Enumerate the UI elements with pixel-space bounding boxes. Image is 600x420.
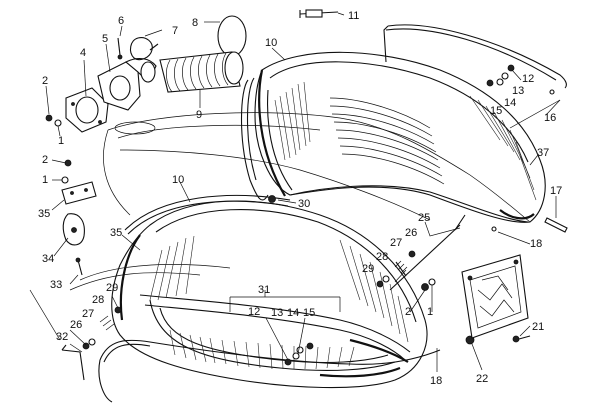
callout-c6: 6 xyxy=(118,15,124,27)
callout-c18b: 18 xyxy=(430,375,442,387)
callout-c12a: 12 xyxy=(522,73,534,85)
callout-c31: 31 xyxy=(258,284,270,296)
callout-c7: 7 xyxy=(172,25,178,37)
callout-c21: 21 xyxy=(532,321,544,333)
callout-c8: 8 xyxy=(192,17,198,29)
callout-c35b: 35 xyxy=(110,227,122,239)
callout-c16: 16 xyxy=(544,112,556,124)
callout-c1: 1 xyxy=(58,135,64,147)
leader-lines xyxy=(29,12,561,372)
callout-c29b: 29 xyxy=(106,282,118,294)
callout-c9: 9 xyxy=(196,109,202,121)
callout-c34: 34 xyxy=(42,253,54,265)
spring-27 xyxy=(394,260,408,274)
callout-c14b: 14 xyxy=(287,307,299,319)
callout-c17: 17 xyxy=(550,185,562,197)
callout-c13a: 13 xyxy=(512,85,524,97)
callout-c1b: 1 xyxy=(42,174,48,186)
callout-c15a: 15 xyxy=(490,105,502,117)
callout-labels: 2 1 4 5 6 7 8 9 10 11 12 13 14 15 16 37 … xyxy=(38,10,562,387)
callout-c2c: 2 xyxy=(405,306,411,318)
callout-c28a: 28 xyxy=(376,251,388,263)
callout-c15b: 15 xyxy=(303,307,315,319)
callout-c4: 4 xyxy=(80,47,86,59)
callout-c29a: 29 xyxy=(362,263,374,275)
fasteners xyxy=(45,64,568,381)
callout-c32: 32 xyxy=(56,331,68,343)
sealing-cord xyxy=(98,339,441,403)
callout-c26b: 26 xyxy=(70,319,82,331)
callout-c18a: 18 xyxy=(530,238,542,250)
intake-assembly xyxy=(65,15,247,133)
callout-c35a: 35 xyxy=(38,208,50,220)
callout-c26a: 26 xyxy=(405,227,417,239)
body-frame-outline xyxy=(69,112,531,291)
callout-c11: 11 xyxy=(348,10,359,22)
callout-c12b: 12 xyxy=(248,306,260,318)
cowl-louvres xyxy=(329,97,445,185)
callout-c22: 22 xyxy=(476,373,488,385)
callout-c30: 30 xyxy=(298,198,310,210)
upper-side-cowl xyxy=(241,51,546,223)
callout-c37: 37 xyxy=(537,147,549,159)
callout-c27b: 27 xyxy=(82,308,94,320)
bracket-pattern xyxy=(477,275,515,317)
callout-c1c: 1 xyxy=(427,306,433,318)
lower-trim-strip xyxy=(124,194,291,235)
callout-c27a: 27 xyxy=(390,237,402,249)
callout-c2b: 2 xyxy=(42,154,48,166)
hose-ribs xyxy=(166,52,229,93)
cable-11 xyxy=(299,9,339,18)
callout-c10a: 10 xyxy=(265,37,277,49)
callout-c10b: 10 xyxy=(172,174,184,186)
trim-strip-16 xyxy=(383,24,567,129)
callout-c28b: 28 xyxy=(92,294,104,306)
callout-c14a: 14 xyxy=(504,97,516,109)
callout-c13b: 13 xyxy=(271,307,283,319)
lower-cowl-shading xyxy=(149,235,409,370)
spring-27-lower xyxy=(99,315,115,331)
license-plate-bracket xyxy=(461,254,529,339)
callout-c5: 5 xyxy=(102,33,108,45)
callout-c25: 25 xyxy=(418,212,430,224)
callout-c2: 2 xyxy=(42,75,48,87)
callout-c33: 33 xyxy=(50,279,62,291)
upper-cowl-shading xyxy=(274,81,537,201)
